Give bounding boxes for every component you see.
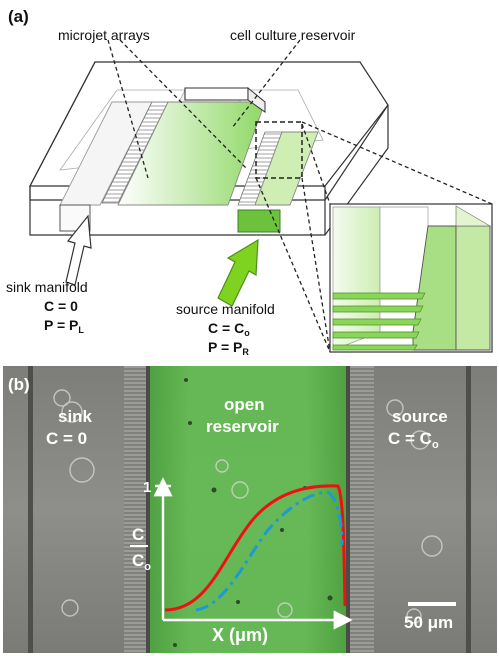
dashed-concentration-curve <box>195 490 344 612</box>
source-manifold-title: source manifold <box>176 301 275 317</box>
sink-channel <box>59 101 153 232</box>
reservoir-label-1: open <box>224 395 265 414</box>
channel-walls <box>28 366 471 653</box>
zoom-inset <box>329 203 493 353</box>
sink-manifold-title: sink manifold <box>6 279 88 295</box>
sink-p-eq: P = PL <box>44 317 84 335</box>
scale-bar-label: 50 μm <box>404 613 453 632</box>
callout-lines <box>107 39 493 353</box>
zoom-box <box>255 121 303 179</box>
reservoir <box>117 86 266 206</box>
inset-microjets <box>332 292 426 351</box>
sink-c-eq: C = 0 <box>44 298 78 314</box>
x-axis-label: X (μm) <box>212 625 268 645</box>
cell-culture-reservoir-label: cell culture reservoir <box>230 27 356 43</box>
debris <box>173 378 333 647</box>
source-label: source <box>392 407 448 426</box>
source-p-eq: P = PR <box>208 339 249 357</box>
sink-arrow <box>65 214 92 286</box>
panel-a: (a) <box>6 7 493 357</box>
microjet-array-left <box>101 101 169 204</box>
cells <box>53 389 443 624</box>
solid-concentration-curve <box>164 484 347 612</box>
y-label-top: C <box>132 525 144 544</box>
sink-eq: C = 0 <box>46 429 87 448</box>
panel-b-label: (b) <box>8 375 30 394</box>
source-arrow <box>217 238 259 307</box>
panel-b: (b) sink C = 0 open reservoir source C =… <box>3 366 497 653</box>
reservoir-label-2: reservoir <box>206 417 279 436</box>
source-eq: C = Co <box>388 429 439 451</box>
sink-label: sink <box>58 407 93 426</box>
y-label-bottom: Co <box>132 551 151 573</box>
source-c-eq: C = Co <box>208 320 250 338</box>
panel-a-label: (a) <box>8 7 29 26</box>
plot-axes <box>153 477 353 630</box>
microjet-arrays-label: microjet arrays <box>58 27 150 43</box>
y-tick-label: 1 <box>143 479 151 496</box>
